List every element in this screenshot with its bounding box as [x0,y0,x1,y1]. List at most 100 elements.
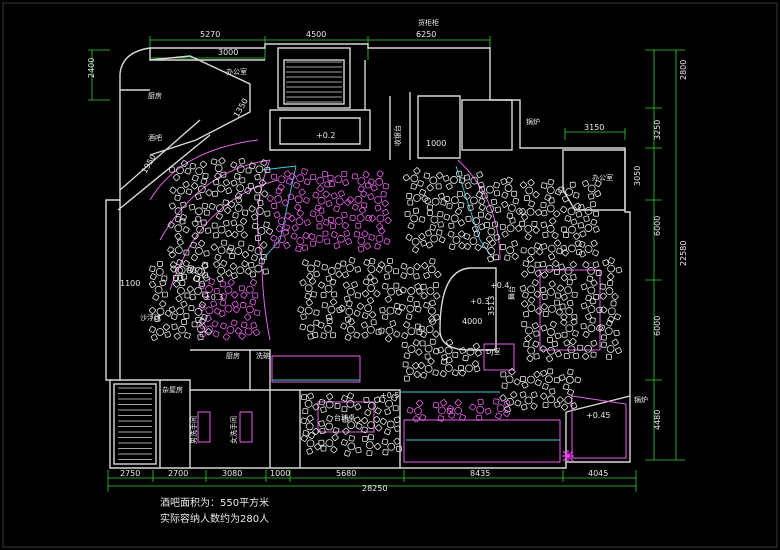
chair [534,269,542,277]
chair [562,232,569,238]
chair [412,362,420,370]
chair [608,257,615,265]
chair [240,321,248,329]
chair [412,246,419,254]
chair [277,183,285,191]
chair [563,352,570,360]
table [296,174,305,183]
chair [305,299,313,307]
table [346,264,354,272]
chair [183,313,190,320]
chair [540,369,548,377]
chair [399,303,406,311]
table [545,264,554,273]
chair [355,422,363,430]
table [565,187,573,196]
chair [291,224,299,232]
table [407,327,416,336]
chair [412,339,420,347]
chair [432,369,439,376]
chair [553,210,561,218]
chair [247,244,255,252]
table [194,287,202,295]
chair [514,399,522,407]
chair [262,268,269,275]
chair [366,273,374,281]
chair [180,273,187,280]
table [375,234,384,243]
chair [593,293,600,300]
chair [342,271,349,279]
chair [271,173,277,180]
chair [351,281,358,289]
table [564,286,573,295]
chair [575,210,583,218]
chair [241,260,249,268]
chair [513,378,521,386]
chair [370,319,377,326]
chair [361,435,368,442]
chair [378,327,385,334]
chair [215,212,223,220]
chair [152,293,160,301]
elev-label-4: +0.5 [380,391,399,400]
chair [477,211,484,218]
table [607,264,616,273]
table [469,237,478,246]
dim-inner-3513: 3513 [487,296,496,316]
chair [569,261,577,269]
chair [301,394,308,401]
chair [371,277,379,285]
chair [362,278,370,286]
chair [283,241,291,249]
chair [452,369,459,377]
chair [375,424,383,432]
chair [191,232,199,240]
table [347,442,356,451]
chair [170,265,178,273]
table [197,267,206,276]
room-stage: 舞台 [507,286,516,300]
table [584,245,593,253]
chair [556,396,564,404]
table [304,306,313,315]
chair [455,207,463,215]
chair [191,182,199,190]
chair [528,296,536,304]
table [304,284,313,293]
chair [583,215,590,222]
chair [344,198,352,206]
table [367,284,376,292]
chair [159,300,167,308]
chair [230,219,238,227]
dim-top-4: 6250 [416,30,436,39]
chair [458,177,466,184]
chair [530,402,538,410]
chair [394,425,401,432]
chair [555,188,562,196]
chair [284,212,292,220]
table [356,214,365,222]
chair [499,244,506,250]
table [547,287,555,296]
room-boiler-top: 锅炉 [526,117,540,126]
chair [553,299,561,306]
chair [318,439,325,446]
dim-top-1: 5270 [200,30,220,39]
chair [313,309,320,316]
chair [218,157,226,165]
chair [384,428,391,436]
table [304,399,313,408]
chair [320,445,327,452]
chair [560,274,568,282]
chair [533,330,540,337]
table [496,404,505,413]
chair [429,338,436,345]
table [195,247,203,255]
chair [254,194,261,201]
chair [264,210,271,217]
chair [179,280,186,286]
chair [367,193,375,201]
chair [326,317,333,325]
chair [477,398,484,406]
